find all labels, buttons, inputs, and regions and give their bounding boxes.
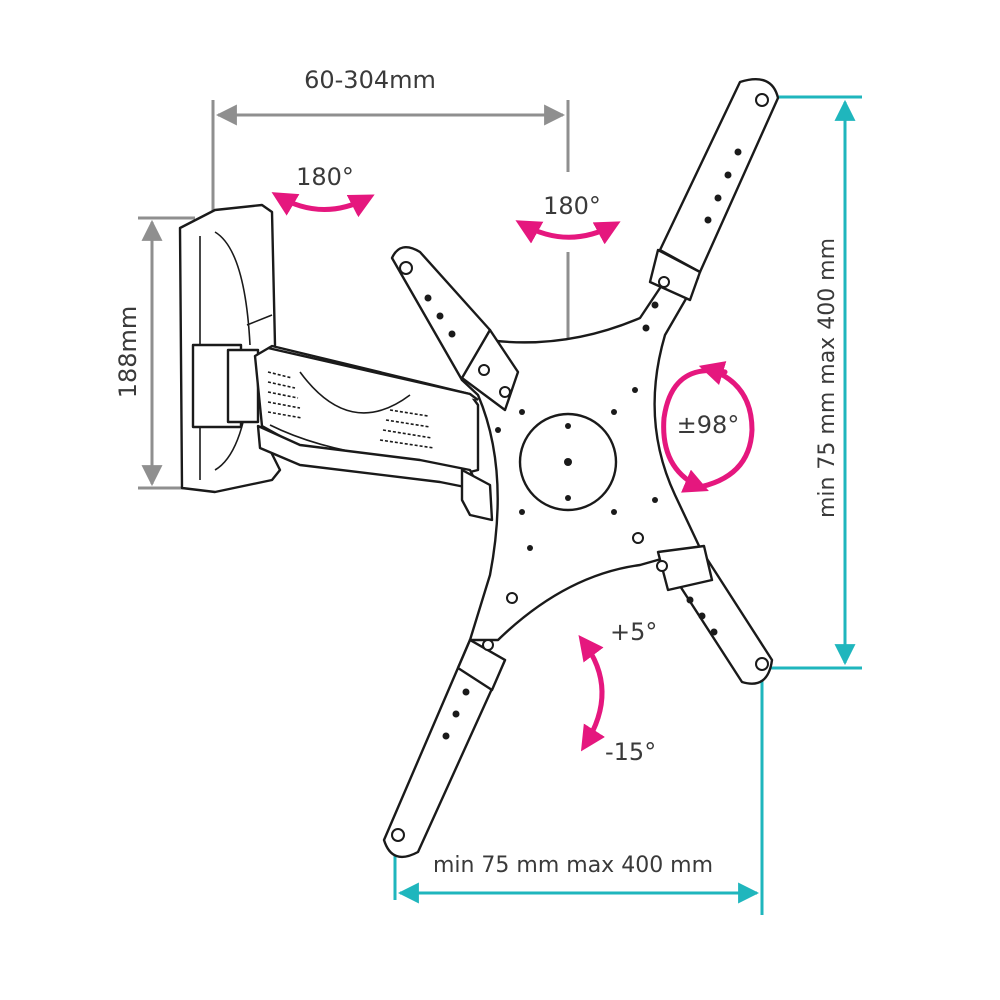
head-swivel-arrow <box>515 220 621 245</box>
wall-plate-height-label: 188mm <box>114 306 142 399</box>
arm-vent-left <box>267 371 303 419</box>
arm-extension-dimension <box>211 100 570 350</box>
tilt-arrow <box>578 635 605 752</box>
vertical-vesa-label: min 75 mm max 400 mm <box>815 238 840 518</box>
arm-extension-label: 60-304mm <box>304 66 436 94</box>
arm-vent-right <box>379 409 435 449</box>
vesa-bracket <box>382 78 780 859</box>
bracket-arm-bottom-left <box>382 638 507 859</box>
tilt-up-label: +5° <box>610 618 657 646</box>
wall-plate <box>178 203 282 494</box>
horizontal-vesa-label: min 75 mm max 400 mm <box>433 853 713 878</box>
swing-arm <box>253 344 494 522</box>
screen-rotation-arrow <box>661 361 755 493</box>
tilt-down-label: -15° <box>605 738 656 766</box>
bracket-arm-top-right <box>658 78 780 274</box>
wall-swivel-label: 180° <box>296 163 354 191</box>
head-swivel-label: 180° <box>543 192 601 220</box>
wall-swivel-arrow <box>271 192 375 218</box>
screen-rotation-label: ±98° <box>677 411 740 439</box>
vertical-vesa-dimension <box>765 95 862 670</box>
